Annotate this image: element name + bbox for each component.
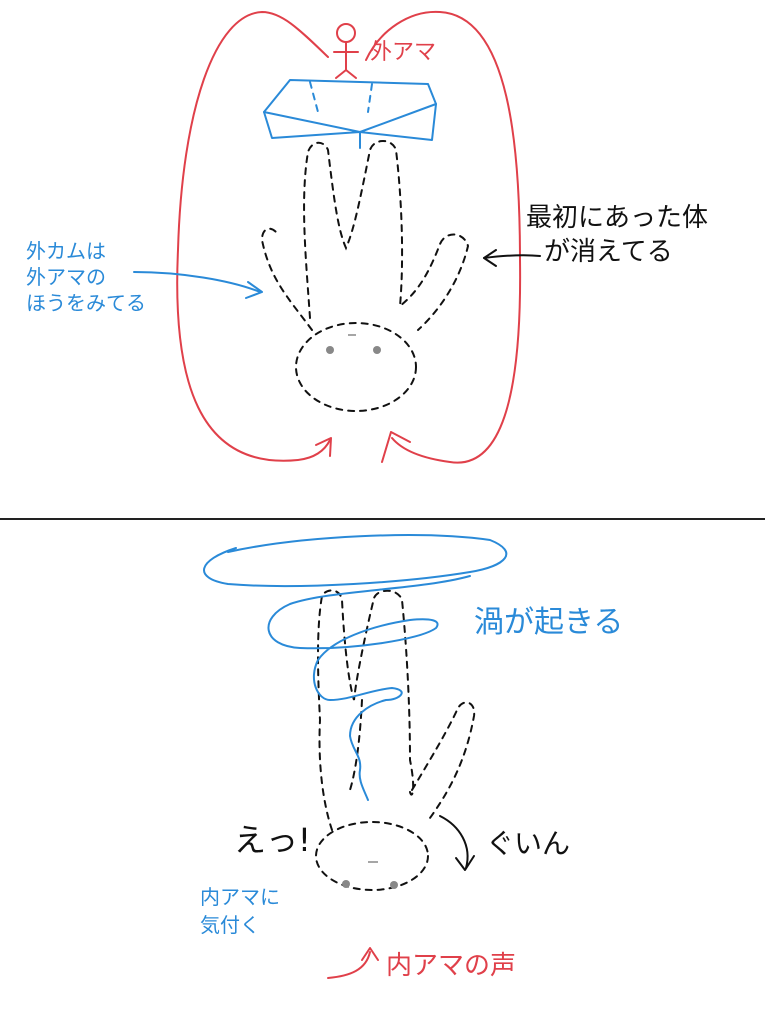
body-pointer-arrow xyxy=(483,254,541,259)
vortex-label: 渦が起きる xyxy=(474,605,624,640)
kamu-pointer-arrowhead xyxy=(245,281,263,299)
inner-notice-label-line1: 内アマに xyxy=(200,885,280,909)
original-body-label-line2: が消えてる xyxy=(544,237,673,267)
left-loop-arrowhead xyxy=(315,437,332,457)
eye-left-top xyxy=(326,346,334,354)
head-box xyxy=(263,79,437,149)
top-panel xyxy=(133,10,541,464)
eye-left-bottom xyxy=(342,880,350,888)
body-pointer-arrowhead xyxy=(483,249,497,267)
right-loop-arrowhead xyxy=(381,431,411,463)
left-loop-arrow xyxy=(176,10,331,462)
inner-voice-label: 内アマの声 xyxy=(386,951,517,981)
vortex-spiral xyxy=(203,534,508,801)
outer-kamu-label-line3: ほうをみてる xyxy=(26,291,146,315)
eye-right-top xyxy=(373,346,381,354)
inner-voice-arrowhead xyxy=(361,947,379,961)
guin-rotation-arrowhead xyxy=(455,855,475,871)
hand-outline-bottom xyxy=(315,589,476,891)
bottom-panel xyxy=(203,534,508,979)
outer-ama-figure xyxy=(333,23,359,79)
eye-right-bottom xyxy=(390,881,398,889)
guin-rotation-arrow xyxy=(439,815,469,869)
guin-label: ぐいん xyxy=(486,827,571,860)
outer-kamu-label-line2: 外アマの xyxy=(26,265,106,289)
inner-notice-label-line2: 気付く xyxy=(200,913,260,937)
hand-outline-top xyxy=(260,140,470,412)
eh-label: えっ! xyxy=(234,821,311,859)
right-loop-arrow xyxy=(365,10,522,464)
outer-ama-label: 外アマ xyxy=(370,40,437,65)
inner-voice-arrow xyxy=(327,951,371,979)
original-body-label-line1: 最初にあった体 xyxy=(526,203,709,233)
outer-kamu-label-line1: 外カムは xyxy=(26,239,106,263)
kamu-pointer-arrow xyxy=(133,271,261,293)
